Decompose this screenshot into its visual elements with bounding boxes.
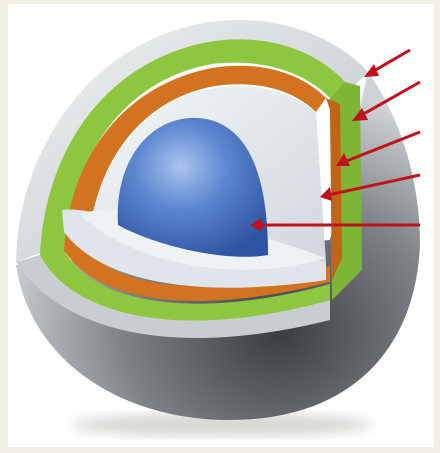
arrow-outer-crust [372,50,410,72]
arrow-white-mantle-head [320,187,332,201]
